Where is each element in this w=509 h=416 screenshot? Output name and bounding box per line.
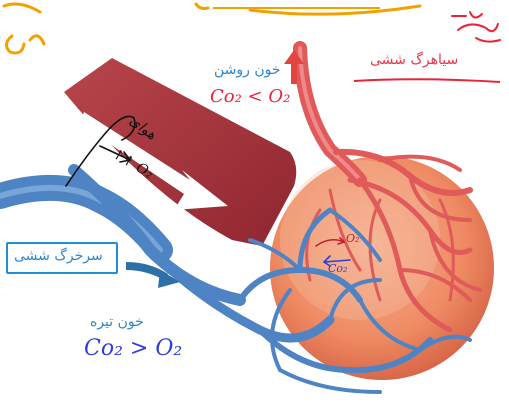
oxygenated-blood-label: خون روشن [214,62,281,78]
deoxygenated-formula: Co₂ > O₂ [84,336,182,361]
vein-underline [352,78,502,84]
pulmonary-artery-highlight-box [6,242,118,274]
oxygenated-formula: Co₂ < O₂ [210,86,290,107]
orange-pen-scribbles [4,4,420,53]
score-mark [452,12,500,42]
inside-o2-note: O₂ [346,232,359,245]
deoxygenated-blood-label: خون تیره [90,314,144,330]
pulmonary-vein-label: سیاهرگ ششی [370,52,458,68]
inside-co2-note: Co₂ [328,262,347,275]
